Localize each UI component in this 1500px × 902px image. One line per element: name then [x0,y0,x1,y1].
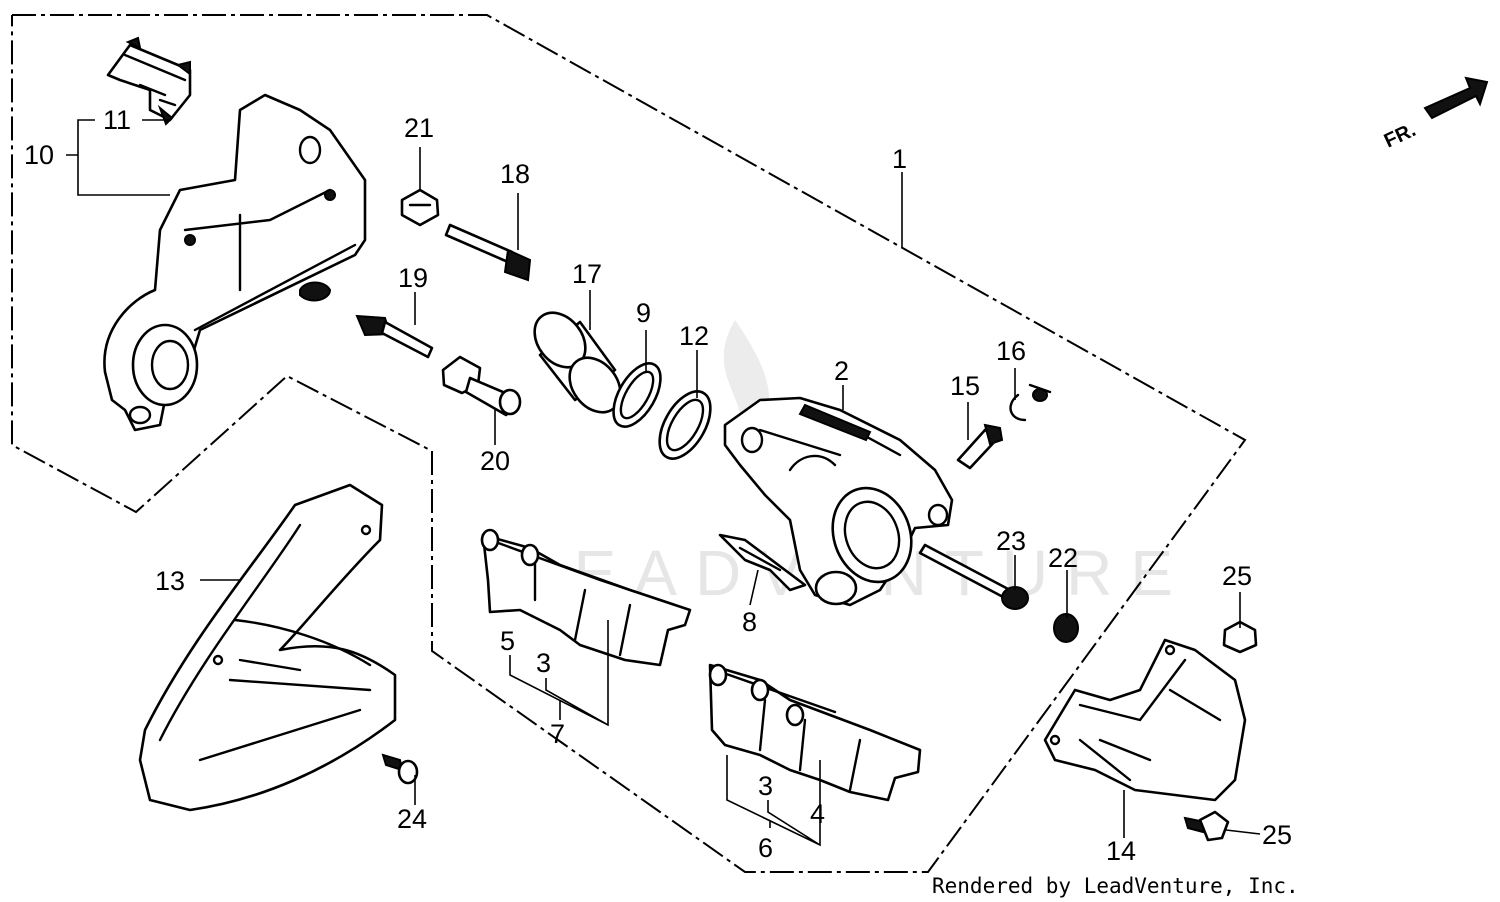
label-part-25-upper: 25 [1222,561,1252,591]
label-part-22: 22 [1048,543,1078,573]
pin-23 [918,543,1029,610]
label-part-17: 17 [572,259,602,289]
pad-set-lower [708,663,922,802]
part-labels: 1 2 3 3 4 5 6 7 8 9 10 11 12 13 14 15 16… [24,105,1292,866]
bleeder-screw [956,423,1004,470]
front-direction-marker: FR. [1381,76,1489,153]
screw-24 [381,753,419,785]
label-part-24: 24 [397,804,427,834]
label-part-5: 5 [500,626,515,656]
pad-shim [718,533,807,592]
label-part-11: 11 [103,105,131,135]
label-part-4: 4 [810,799,825,829]
pad-set-upper [480,528,692,667]
disc-guard [138,483,397,812]
label-part-10: 10 [24,140,54,170]
label-part-8: 8 [742,607,757,637]
bolt-25-lower [1183,810,1230,842]
leader-lines [66,119,1261,847]
label-part-3-lower: 3 [758,771,773,801]
fr-label: FR. [1381,119,1419,153]
assembly-outline-1 [11,14,1247,873]
pin-19 [355,314,434,359]
label-part-2: 2 [834,356,849,386]
piston-seal [612,362,662,428]
label-part-3-upper: 3 [536,648,551,678]
label-part-15: 15 [950,371,980,401]
bleeder-cap [1009,383,1052,422]
guard-14 [1043,638,1247,802]
label-part-19: 19 [398,263,428,293]
label-part-20: 20 [480,446,510,476]
pin-18 [444,223,532,282]
label-part-14: 14 [1106,836,1136,866]
label-part-18: 18 [500,159,530,189]
piston [533,311,622,414]
label-part-6: 6 [758,833,773,863]
label-part-12: 12 [679,321,709,351]
label-part-7: 7 [550,719,565,749]
label-part-13: 13 [155,566,185,596]
label-part-25-lower: 25 [1262,820,1292,850]
label-part-9: 9 [636,298,651,328]
label-part-1: 1 [892,144,907,174]
caliper-body [723,396,954,607]
label-part-16: 16 [996,336,1026,366]
assembly-outlines [11,14,1247,873]
label-part-23: 23 [996,526,1026,556]
credit-text: Rendered by LeadVenture, Inc. [932,874,1299,898]
label-part-21: 21 [404,113,434,143]
dust-seal [658,390,712,460]
caliper-bracket [103,93,367,432]
bolt-21 [400,188,440,227]
plug-22 [1053,613,1079,643]
bolt-20 [441,355,522,417]
